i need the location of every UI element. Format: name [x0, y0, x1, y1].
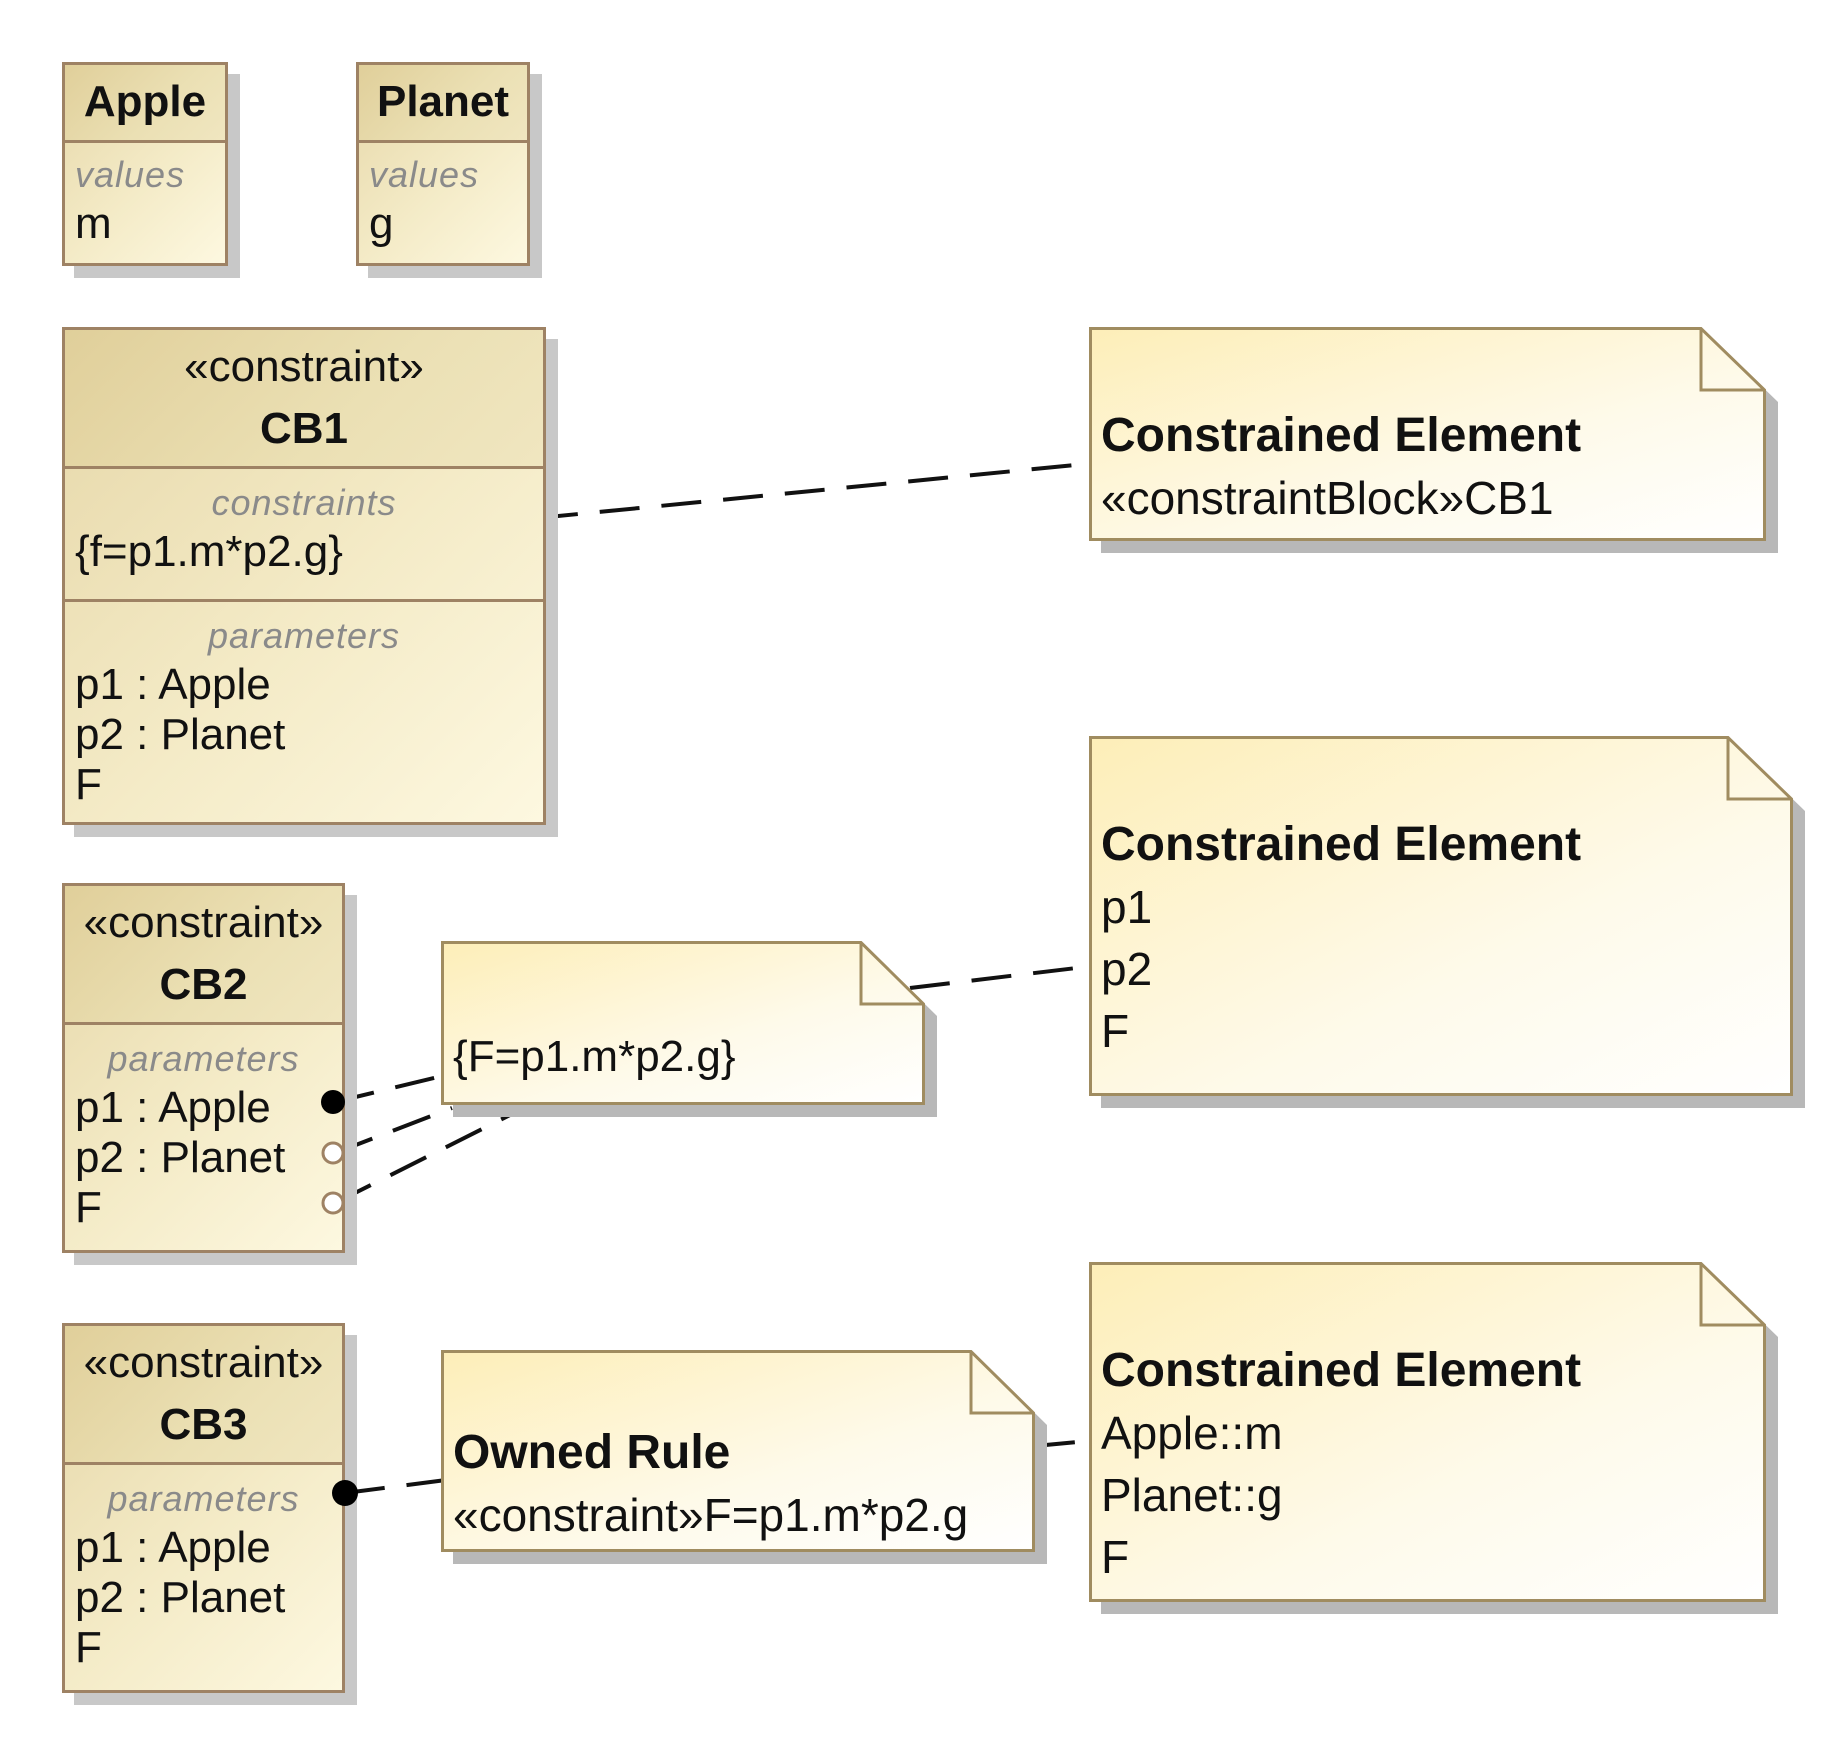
anchor-dot-cb3[interactable] [332, 1480, 358, 1506]
note-title: Constrained Element [1101, 1344, 1582, 1397]
cb2-name: CB2 [159, 960, 248, 1009]
anchor-cb2-p2[interactable] [334, 1106, 453, 1155]
block-cb3[interactable]: «constraint» CB3 parameters p1 : Apple p… [62, 1323, 345, 1693]
parameters-section-title: parameters [207, 615, 401, 656]
block-planet[interactable]: Planet values g [356, 62, 530, 266]
anchor-ring-cb2-p2[interactable] [321, 1141, 345, 1165]
parameters-section-title: parameters [107, 1478, 300, 1519]
cb3-param-p1: p1 : Apple [75, 1523, 271, 1572]
note-cb3-constrained-element[interactable]: Constrained Element Apple::m Planet::g F [1089, 1262, 1778, 1614]
note-line: «constraintBlock»CB1 [1101, 472, 1554, 524]
value-m: m [75, 199, 112, 248]
note-shape [1089, 1262, 1778, 1614]
cb3-stereotype: «constraint» [83, 1338, 324, 1387]
parameters-section-title: parameters [107, 1038, 300, 1079]
anchor-ring-cb2-f[interactable] [321, 1191, 345, 1215]
cb2-stereotype: «constraint» [83, 898, 324, 947]
note-shape [1089, 736, 1805, 1108]
cb1-constraint: {f=p1.m*p2.g} [75, 527, 343, 576]
note-shape [1089, 327, 1778, 553]
cb3-param-p2: p2 : Planet [75, 1573, 286, 1622]
cb2-param-p2: p2 : Planet [75, 1133, 286, 1182]
anchor-cb2-rule-to-constrained[interactable] [909, 964, 1094, 990]
note-line-p2: p2 [1101, 943, 1153, 995]
note-cb3-owned-rule[interactable]: Owned Rule «constraint»F=p1.m*p2.g [441, 1350, 1047, 1564]
note-shape [441, 941, 937, 1117]
block-apple[interactable]: Apple values m [62, 62, 228, 266]
note-line-f: F [1101, 1005, 1130, 1057]
block-planet-name: Planet [376, 77, 510, 126]
note-title: Constrained Element [1101, 818, 1582, 871]
anchor-cb2-p1[interactable] [334, 1073, 447, 1104]
note-line-p1: p1 [1101, 881, 1153, 933]
anchor-cb3-rule[interactable] [344, 1478, 447, 1495]
cb1-name: CB1 [259, 404, 349, 453]
cb2-param-f: F [75, 1183, 102, 1232]
cb1-stereotype: «constraint» [184, 342, 424, 391]
values-section-title: values [369, 154, 480, 195]
cb2-param-p1: p1 : Apple [75, 1083, 271, 1132]
anchor-dot-cb2-p1[interactable] [321, 1090, 345, 1114]
anchor-cb2-f[interactable] [334, 1108, 521, 1205]
block-cb1[interactable]: «constraint» CB1 constraints {f=p1.m*p2.… [62, 327, 546, 825]
cb1-param-f: F [75, 760, 102, 809]
note-line-f: F [1101, 1531, 1130, 1583]
note-cb1-constrained-element[interactable]: Constrained Element «constraintBlock»CB1 [1089, 327, 1778, 553]
note-cb2-rule[interactable]: {F=p1.m*p2.g} [441, 941, 937, 1117]
block-cb2[interactable]: «constraint» CB2 parameters p1 : Apple p… [62, 883, 345, 1253]
cb1-param-p1: p1 : Apple [75, 660, 271, 709]
constraints-section-title: constraints [211, 482, 397, 523]
cb1-param-p2: p2 : Planet [75, 710, 286, 759]
note-title: Owned Rule [453, 1426, 731, 1479]
note-shape [441, 1350, 1047, 1564]
block-apple-name: Apple [83, 77, 207, 126]
note-line-apple-m: Apple::m [1101, 1407, 1283, 1459]
note-rule-text: {F=p1.m*p2.g} [453, 1032, 736, 1081]
value-g: g [369, 199, 394, 248]
note-line-planet-g: Planet::g [1101, 1469, 1283, 1521]
note-rule-text: «constraint»F=p1.m*p2.g [453, 1489, 969, 1541]
values-section-title: values [75, 154, 186, 195]
anchor-cb1-constraint[interactable] [537, 462, 1086, 520]
cb3-param-f: F [75, 1623, 102, 1672]
cb3-name: CB3 [159, 1400, 248, 1449]
note-cb2-constrained-element[interactable]: Constrained Element p1 p2 F [1089, 736, 1805, 1108]
note-title: Constrained Element [1101, 409, 1582, 462]
